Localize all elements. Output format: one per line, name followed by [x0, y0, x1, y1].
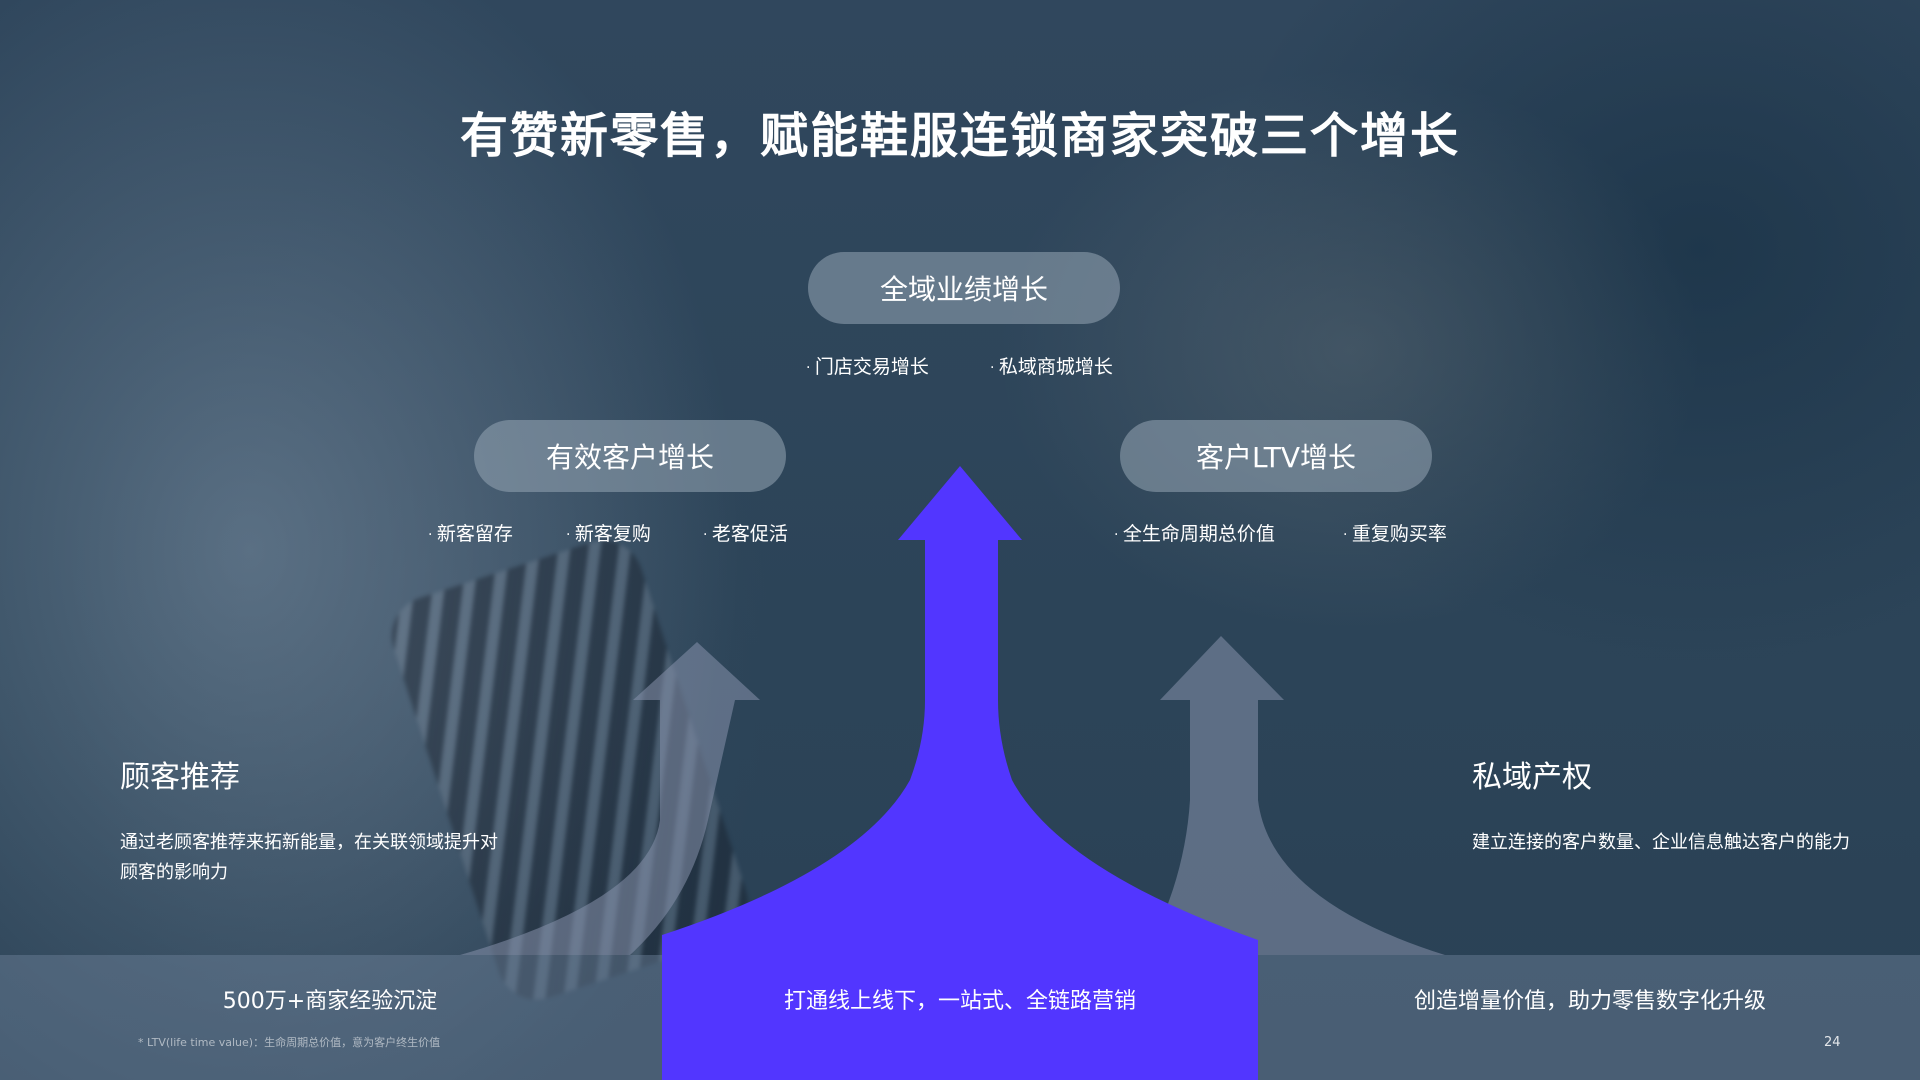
pill-total-growth: 全域业绩增长	[808, 252, 1120, 324]
left-growth-arrow	[460, 642, 760, 955]
sub-store-trade: 门店交易增长	[806, 352, 929, 379]
sub-new-retention: 新客留存	[428, 519, 513, 546]
page-title: 有赞新零售，赋能鞋服连锁商家突破三个增长	[459, 108, 1460, 164]
sub-lifetime-value: 全生命周期总价值	[1114, 519, 1275, 546]
bottom-right-text: 创造增量价值，助力零售数字化升级	[1413, 989, 1766, 1014]
right-side-title: 私域产权	[1472, 760, 1592, 795]
center-growth-arrow	[662, 466, 1258, 1080]
sub-old-activation: 老客促活	[703, 519, 788, 546]
pill-effective-customer: 有效客户增长	[474, 420, 786, 492]
bottom-center-text: 打通线上线下，一站式、全链路营销	[783, 989, 1136, 1014]
page-number: 24	[1824, 1035, 1841, 1050]
sub-new-repurchase: 新客复购	[566, 519, 651, 546]
left-side-desc: 通过老顾客推荐来拓新能量，在关联领域提升对顾客的影响力	[120, 832, 498, 883]
pill-customer-ltv: 客户LTV增长	[1120, 420, 1432, 492]
right-side-desc: 建立连接的客户数量、企业信息触达客户的能力	[1472, 832, 1850, 853]
right-growth-arrow	[1145, 636, 1445, 955]
sub-repurchase-rate: 重复购买率	[1343, 519, 1447, 546]
sub-private-mall: 私域商城增长	[990, 352, 1113, 379]
footnote: * LTV(life time value)：生命周期总价值，意为客户终生价值	[138, 1036, 441, 1049]
left-side-title: 顾客推荐	[120, 760, 240, 795]
bottom-left-text: 500万+商家经验沉淀	[222, 989, 438, 1014]
